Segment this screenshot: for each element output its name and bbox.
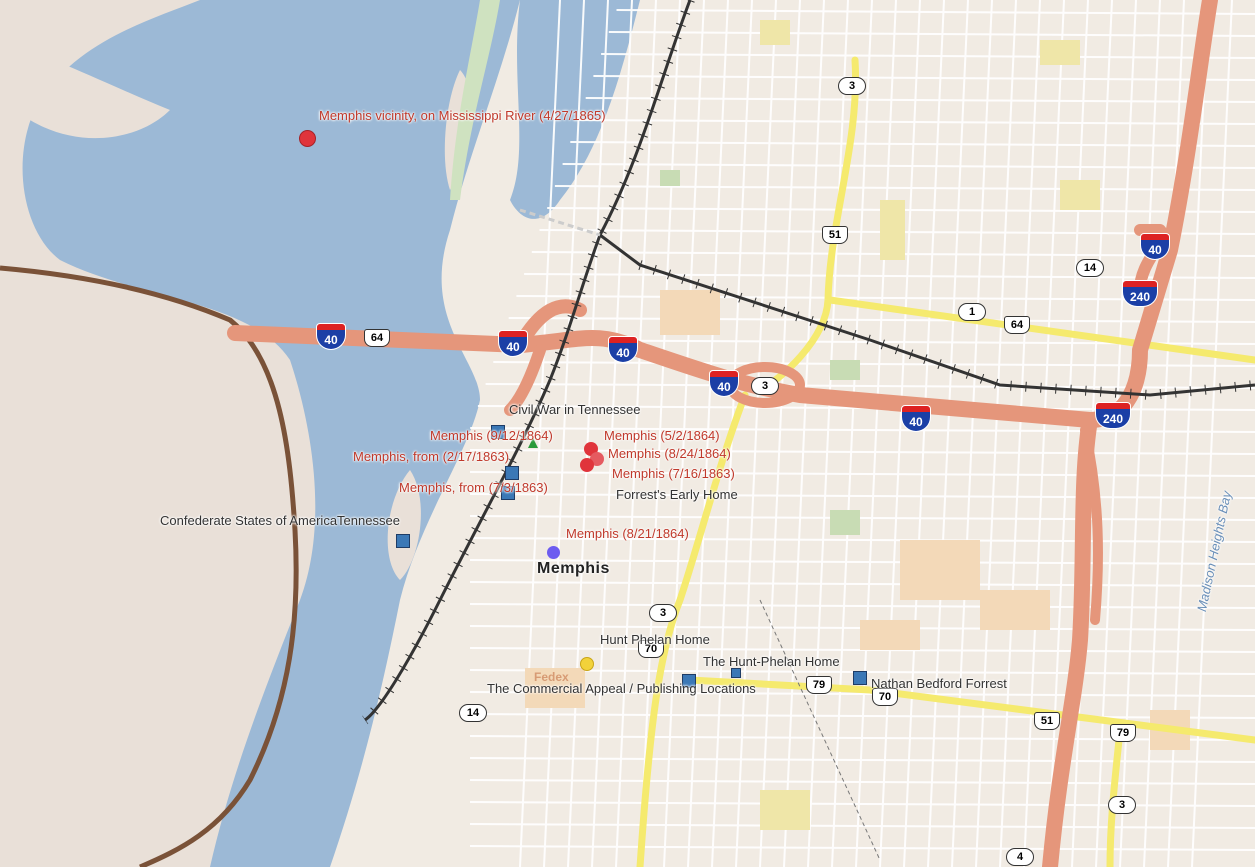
state-route-shield: 1 (958, 303, 986, 321)
state-boundary (0, 265, 299, 867)
poi-marker[interactable] (682, 674, 696, 688)
event-label[interactable]: Memphis (7/16/1863) (612, 466, 735, 481)
interstate-shield: 240 (1122, 280, 1158, 308)
us-route-shield: 79 (806, 676, 832, 694)
mississippi-river (22, 0, 520, 867)
state-route-shield: 14 (1076, 259, 1104, 277)
poi-label[interactable]: The Hunt-Phelan Home (703, 654, 840, 669)
us-route-shield: 51 (1034, 712, 1060, 730)
us-route-shield: 70 (872, 688, 898, 706)
event-label[interactable]: Memphis (5/2/1864) (604, 428, 720, 443)
poi-label[interactable]: Confederate States of AmericaTennessee (160, 513, 400, 528)
us-route-shield: 64 (1004, 316, 1030, 334)
fedex-label: Fedex (534, 670, 569, 684)
event-label[interactable]: Memphis (8/21/1864) (566, 526, 689, 541)
interstate-shield: 40 (498, 330, 528, 358)
state-route-shield: 4 (1006, 848, 1034, 866)
sun-marker[interactable] (580, 657, 594, 671)
event-label[interactable]: Memphis vicinity, on Mississippi River (… (319, 108, 606, 123)
interstate-shield: 40 (1140, 233, 1170, 261)
poi-marker[interactable] (853, 671, 867, 685)
event-marker[interactable] (299, 130, 316, 147)
interstate-shield: 40 (316, 323, 346, 351)
event-label[interactable]: Memphis, from (2/17/1863) (353, 449, 510, 464)
poi-marker[interactable] (501, 486, 515, 500)
railroad-east (599, 233, 1255, 397)
state-route-shield: 3 (649, 604, 677, 622)
interstate-shield: 40 (709, 370, 739, 398)
poi-marker[interactable] (731, 668, 741, 678)
city-marker[interactable] (547, 546, 560, 559)
event-label[interactable]: Memphis, from (7/3/1863) (399, 480, 548, 495)
interstate-shield: 40 (608, 336, 638, 364)
railroad-main (364, 0, 692, 722)
event-label[interactable]: Memphis (9/12/1864) (430, 428, 553, 443)
poi-label[interactable]: The Commercial Appeal / Publishing Locat… (487, 681, 756, 696)
state-route-shield: 3 (1108, 796, 1136, 814)
poi-marker[interactable] (491, 425, 505, 439)
interstate-shield: 40 (901, 405, 931, 433)
state-route-shield: 3 (751, 377, 779, 395)
us-route-shield: 70 (638, 640, 664, 658)
us-route-shield: 64 (364, 329, 390, 347)
green-pin-icon[interactable] (528, 438, 538, 448)
state-route-shield: 3 (838, 77, 866, 95)
state-route-shield: 14 (459, 704, 487, 722)
us-route-shield: 51 (822, 226, 848, 244)
event-marker[interactable] (580, 458, 594, 472)
city-label[interactable]: Memphis (537, 560, 610, 577)
us-route-shield: 79 (1110, 724, 1136, 742)
interstate-shield: 240 (1095, 402, 1131, 430)
poi-marker[interactable] (505, 466, 519, 480)
poi-label[interactable]: Hunt Phelan Home (600, 632, 710, 647)
poi-label[interactable]: Forrest's Early Home (616, 487, 738, 502)
poi-label[interactable]: Nathan Bedford Forrest (871, 676, 1007, 691)
event-label[interactable]: Memphis (8/24/1864) (608, 446, 731, 461)
poi-marker[interactable] (396, 534, 410, 548)
poi-label[interactable]: Civil War in Tennessee (509, 402, 641, 417)
